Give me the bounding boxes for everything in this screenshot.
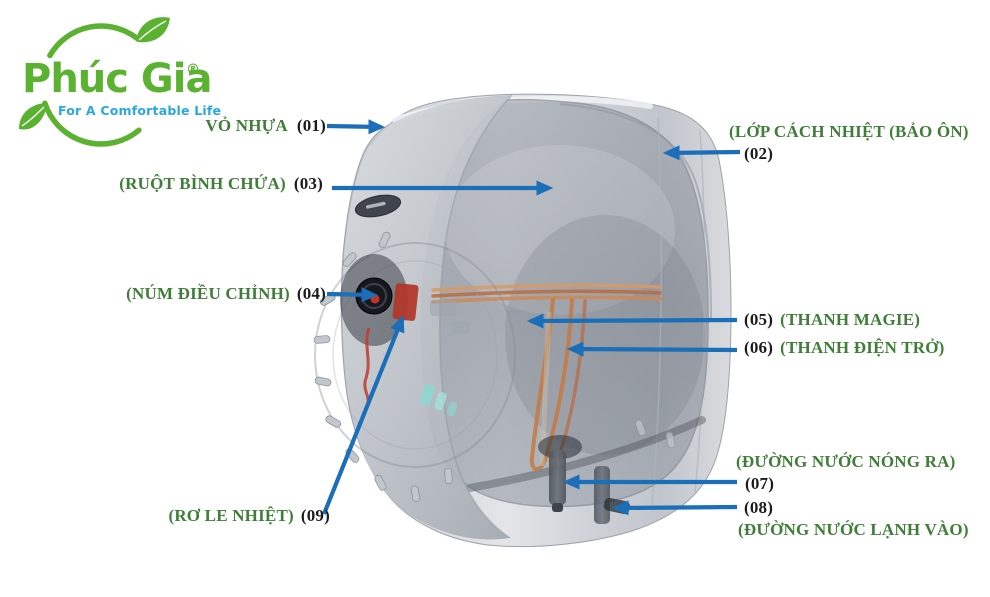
insulation-layer-line xyxy=(559,103,712,321)
part-number: (09) xyxy=(300,506,330,525)
part-name: (RUỘT BÌNH CHỨA) xyxy=(119,174,286,193)
part-number: (07) xyxy=(745,474,775,493)
part-number: (04) xyxy=(296,284,326,303)
callout-duong-nuoc-lanh-vao: (08) (ĐƯỜNG NƯỚC LẠNH VÀO) xyxy=(738,497,969,540)
arrow-09 xyxy=(322,315,405,515)
arrow-06 xyxy=(566,341,738,357)
brand-plate xyxy=(354,194,402,218)
arrow-04 xyxy=(326,287,379,303)
arrow-02 xyxy=(662,145,741,161)
part-number: (08) xyxy=(744,498,774,517)
part-number: (05) xyxy=(744,310,774,329)
callout-vo-nhua: VỎ NHỰA (01) xyxy=(98,115,326,136)
callout-ro-le-nhiet: (RƠ LE NHIỆT) (09) xyxy=(128,505,330,526)
part-name: (THANH MAGIE) xyxy=(780,310,921,329)
thermal-relay xyxy=(363,327,371,405)
leaf-icon xyxy=(136,17,170,43)
inner-tank xyxy=(420,98,712,508)
logo-leaf-ring-icon xyxy=(19,17,170,147)
part-name: (ĐƯỜNG NƯỚC LẠNH VÀO) xyxy=(738,520,969,539)
callout-arrows xyxy=(322,119,741,516)
part-name: (ĐƯỜNG NƯỚC NÓNG RA) xyxy=(736,452,956,471)
part-name: (RƠ LE NHIỆT) xyxy=(168,506,294,525)
part-name: VỎ NHỰA xyxy=(205,116,288,135)
callout-thanh-dien-tro: (06) (THANH ĐIỆN TRỞ) xyxy=(744,337,945,358)
brand-name: Phúc Gia xyxy=(22,56,212,102)
flange-bolts xyxy=(313,231,676,503)
part-name: (NÚM ĐIỀU CHỈNH) xyxy=(126,284,290,303)
brand-tagline: For A Comfortable Life xyxy=(58,103,222,118)
arrow-08 xyxy=(611,500,738,516)
arrow-05 xyxy=(526,313,738,329)
callout-duong-nuoc-nong-ra: (ĐƯỜNG NƯỚC NÓNG RA) (07) xyxy=(736,451,955,494)
leaf-icon xyxy=(19,103,47,130)
callout-thanh-magie: (05) (THANH MAGIE) xyxy=(744,309,920,330)
part-number: (02) xyxy=(744,144,774,163)
callout-lop-cach-nhiet: (LỚP CÁCH NHIỆT (BẢO ÔN) (02) xyxy=(729,121,969,164)
part-number: (01) xyxy=(296,116,326,135)
hot-water-pipe xyxy=(538,435,582,512)
callout-ruot-binh-chua: (RUỘT BÌNH CHỨA) (03) xyxy=(58,173,323,194)
callout-num-dieu-chinh: (NÚM ĐIỀU CHỈNH) (04) xyxy=(78,283,326,304)
arrow-01 xyxy=(326,119,386,135)
part-name: (THANH ĐIỆN TRỞ) xyxy=(780,338,945,357)
registered-mark: ® xyxy=(186,62,200,78)
front-cover xyxy=(342,94,513,540)
part-number: (06) xyxy=(744,338,774,357)
brand-logo: Phúc Gia ® For A Comfortable Life xyxy=(16,12,231,202)
part-number: (03) xyxy=(293,174,323,193)
part-name: (LỚP CÁCH NHIỆT (BẢO ÔN) xyxy=(729,122,969,141)
